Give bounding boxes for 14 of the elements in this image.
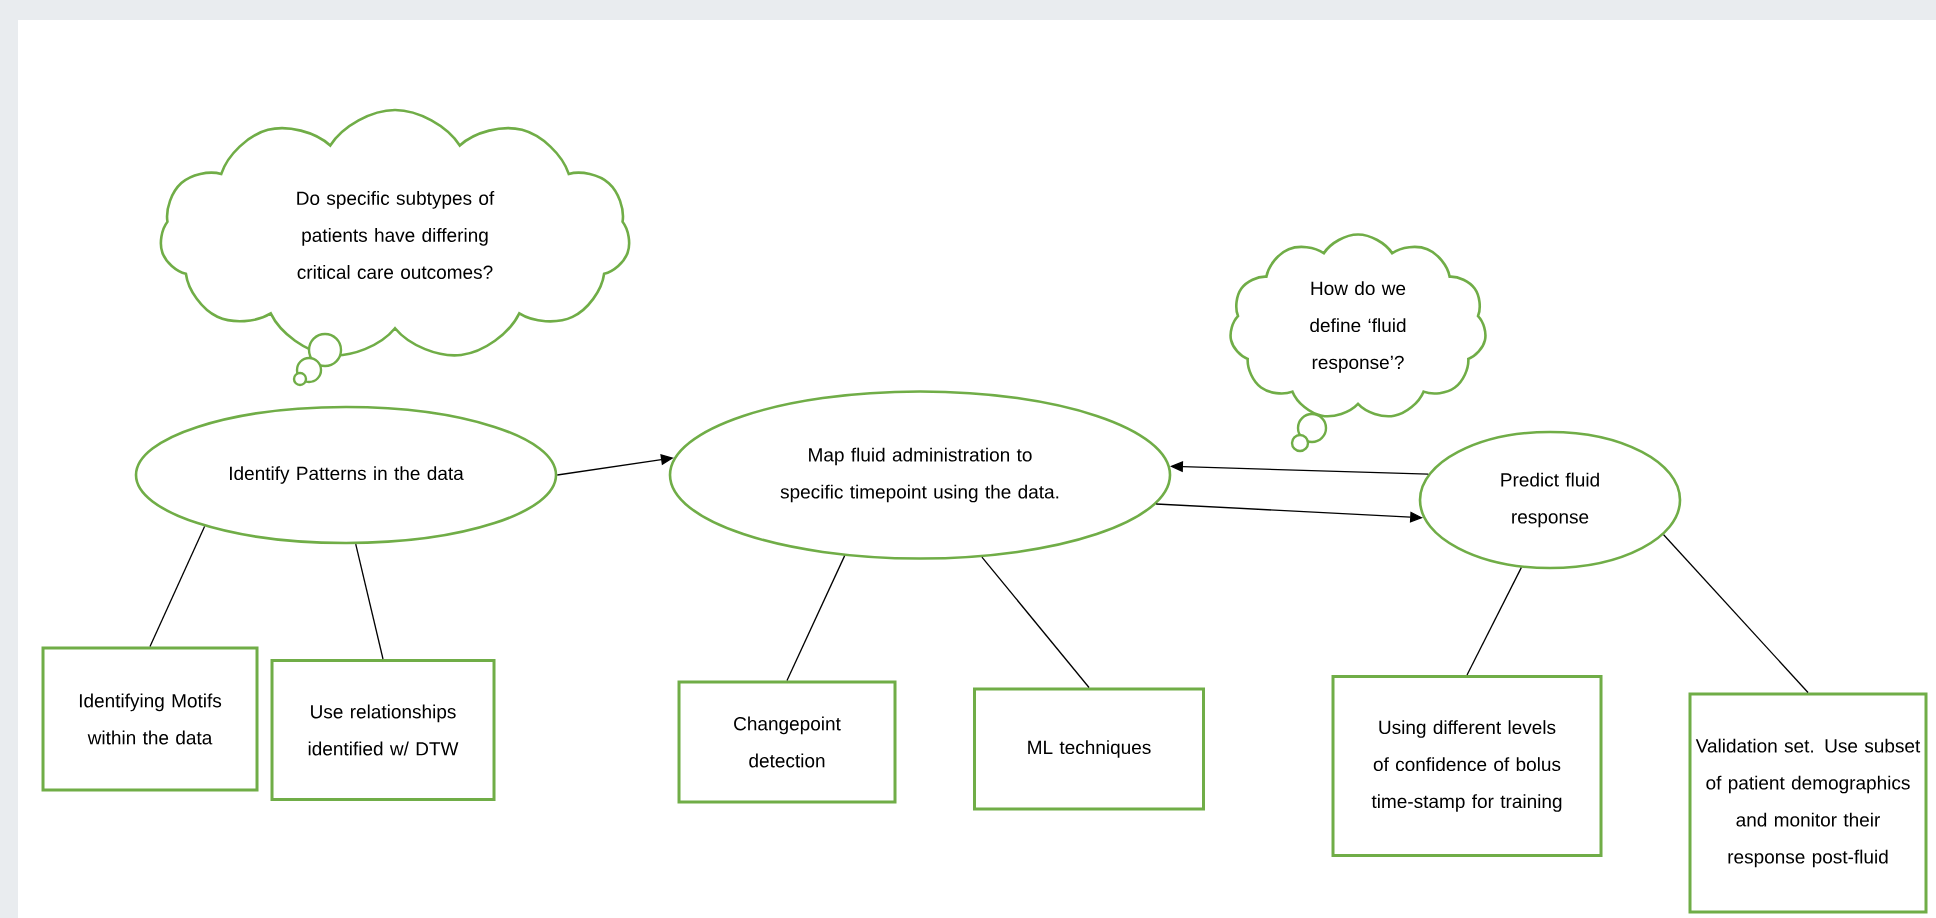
connector-line [786,555,846,682]
process-box: Use relationships identified w/ DTW [270,659,496,801]
process-box: Validation set. Use subset of patient demographics and monitor their response post-fluid [1688,692,1928,914]
process-box: Using different levels of confidence of bolus time-stamp for training [1331,675,1603,857]
process-box: Identifying Motifs within the data [41,646,259,792]
thought-cloud: How do we define ‘fluid response’? [1229,233,1487,453]
connector-line [981,556,1090,689]
connector-line [1662,534,1809,694]
connector-line [1466,566,1522,676]
connector-line [149,525,206,648]
thought-cloud: Do specific subtypes of patients have differing critical care outcomes? [159,108,631,387]
process-box: ML techniques [973,687,1205,811]
connector-line [355,543,384,660]
process-box: Changepoint detection [677,680,897,804]
